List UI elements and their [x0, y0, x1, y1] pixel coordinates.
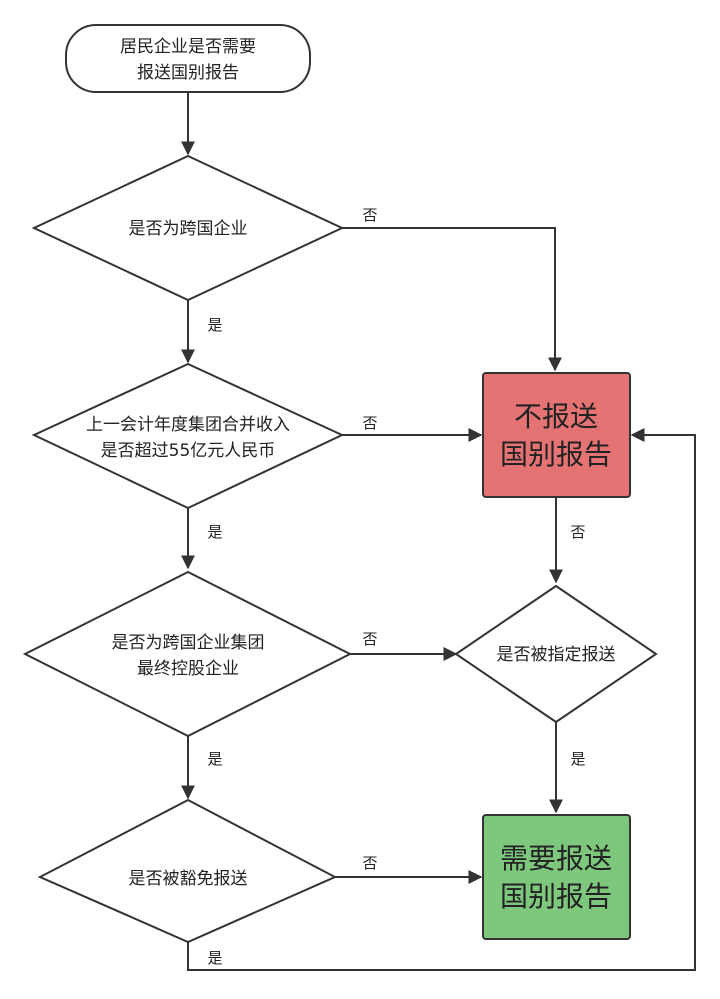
start-line2: 报送国别报告	[137, 63, 239, 83]
decision-ultimate-parent-line1: 是否为跨国企业集团	[112, 633, 265, 653]
start-line1: 居民企业是否需要	[120, 37, 256, 57]
label-designated-yes: 是	[570, 750, 585, 768]
decision-revenue-line1: 上一会计年度集团合并收入	[86, 415, 290, 435]
decision-designated-label: 是否被指定报送	[497, 645, 616, 665]
result-need-report-line2: 国别报告	[500, 880, 612, 913]
label-q1-no: 否	[362, 206, 377, 224]
label-q4-yes: 是	[207, 949, 222, 967]
label-q3-no: 否	[362, 630, 377, 648]
decision-exempt: 是否被豁免报送	[37, 798, 338, 944]
decision-ultimate-parent-line2: 最终控股企业	[137, 659, 239, 679]
decision-revenue-line2: 是否超过55亿元人民币	[101, 441, 276, 461]
label-noreport-no: 否	[570, 523, 585, 541]
result-no-report: 不报送 国别报告	[482, 372, 631, 498]
decision-multinational: 是否为跨国企业	[31, 154, 345, 302]
result-no-report-line1: 不报送	[514, 400, 598, 433]
decision-exempt-label: 是否被豁免报送	[129, 869, 248, 889]
result-no-report-line2: 国别报告	[500, 438, 612, 471]
result-need-report-line1: 需要报送	[500, 842, 612, 875]
decision-multinational-label: 是否为跨国企业	[129, 219, 248, 239]
label-q2-yes: 是	[207, 523, 222, 541]
label-q1-yes: 是	[207, 316, 222, 334]
label-q2-no: 否	[362, 414, 377, 432]
decision-revenue: 上一会计年度集团合并收入 是否超过55亿元人民币	[31, 362, 345, 510]
label-q4-no: 否	[362, 854, 377, 872]
result-need-report: 需要报送 国别报告	[482, 814, 631, 940]
decision-ultimate-parent: 是否为跨国企业集团 最终控股企业	[22, 570, 353, 738]
label-q3-yes: 是	[207, 750, 222, 768]
edge-labels: 否 是 否 是 否 是 否 是 否 是	[207, 206, 585, 967]
edges	[181, 92, 696, 971]
start-node: 居民企业是否需要 报送国别报告	[65, 24, 311, 93]
decision-designated: 是否被指定报送	[454, 584, 658, 724]
edge-q1-no	[342, 227, 562, 372]
edge-q4-yes	[187, 428, 696, 971]
